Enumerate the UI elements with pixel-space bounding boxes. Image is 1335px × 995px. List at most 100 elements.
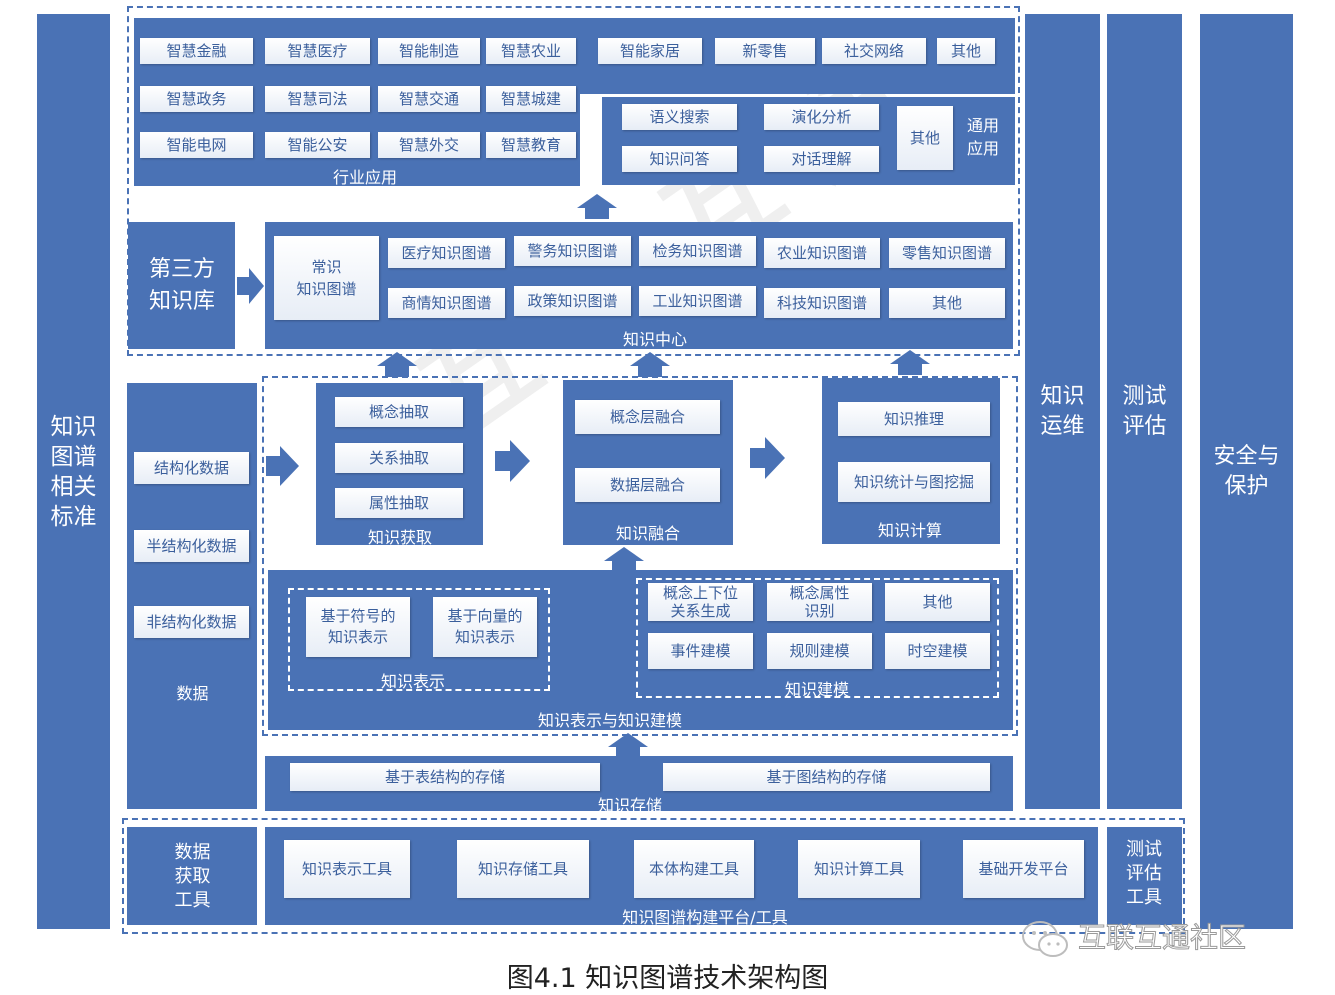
industry-item: 社交网络	[822, 38, 926, 64]
general-app-item: 对话理解	[764, 146, 879, 172]
compute-item: 知识推理	[838, 402, 990, 436]
kg-item: 政策知识图谱	[514, 286, 631, 316]
arrow-up-stem	[616, 746, 640, 756]
storage-label: 知识存储	[597, 796, 662, 815]
industry-item: 其他	[937, 38, 995, 64]
figure-caption: 图4.1 知识图谱技术架构图	[506, 963, 829, 994]
kg-item: 其他	[889, 288, 1005, 318]
industry-item: 智慧金融	[140, 38, 253, 64]
acquisition-label: 知识获取	[367, 528, 432, 547]
ops-column: 知识 运维	[1025, 14, 1100, 809]
compute-label: 知识计算	[877, 521, 942, 540]
watermark-text: 互联互通社区	[1078, 921, 1247, 955]
model-dashed-frame	[636, 578, 999, 698]
general-app-item: 语义搜索	[622, 104, 737, 130]
arrow-right-icon	[750, 437, 785, 479]
general-apps-label: 通用 应用	[966, 116, 999, 158]
data-block	[127, 383, 257, 809]
test-tool-block	[1107, 827, 1182, 925]
acquisition-item: 概念抽取	[335, 397, 463, 427]
kg-item: 零售知识图谱	[889, 238, 1005, 268]
model-item: 概念属性 识别	[767, 583, 872, 621]
compute-item: 知识统计与图挖掘	[838, 462, 990, 502]
industry-item: 智能电网	[140, 132, 253, 158]
storage-item: 基于图结构的存储	[663, 763, 990, 791]
arrow-right-icon	[495, 440, 530, 482]
kg-item: 农业知识图谱	[764, 238, 880, 268]
arrow-up-icon	[604, 547, 644, 561]
industry-item: 智慧教育	[486, 132, 576, 158]
industry-item: 智慧农业	[486, 38, 576, 64]
repr-model-label: 知识表示与知识建模	[537, 711, 682, 730]
model-item: 时空建模	[885, 633, 990, 669]
security-column: 安全与 保护	[1200, 14, 1293, 929]
third-party-kb-label: 第三方 知识库	[148, 257, 215, 314]
industry-item: 智能家居	[598, 38, 702, 64]
arrow-up-icon	[608, 733, 648, 747]
industry-item: 智慧城建	[486, 86, 576, 112]
storage-item: 基于表结构的存储	[290, 763, 600, 791]
standards-column: 知识 图谱 相关 标准	[37, 14, 110, 929]
fusion-label: 知识融合	[615, 524, 680, 543]
industry-item: 智慧医疗	[265, 38, 370, 64]
industry-item: 智能制造	[378, 38, 480, 64]
tool-item: 知识计算工具	[798, 840, 920, 898]
industry-item: 智慧交通	[378, 86, 480, 112]
tools-label: 知识图谱构建平台/工具	[622, 908, 788, 927]
arrow-up-stem	[385, 365, 409, 377]
industry-item: 智慧司法	[265, 86, 370, 112]
kg-item: 警务知识图谱	[514, 236, 631, 266]
industry-item: 新零售	[715, 38, 815, 64]
acquisition-item: 属性抽取	[335, 488, 463, 518]
knowledge-center-label: 知识中心	[622, 330, 687, 349]
third-party-kb	[128, 222, 235, 349]
data-acq-tool-block	[127, 827, 257, 925]
tool-item: 本体构建工具	[634, 840, 754, 898]
industry-item: 智能公安	[265, 132, 370, 158]
common-sense-kg: 常识 知识图谱	[274, 236, 379, 320]
kg-item: 商情知识图谱	[388, 288, 505, 318]
data-item: 半结构化数据	[134, 530, 249, 562]
kg-item: 检务知识图谱	[639, 236, 756, 266]
data-acq-tool-label: 数据 获取 工具	[174, 842, 211, 911]
arrow-up-icon	[577, 194, 617, 208]
upper-dashed-frame	[127, 6, 1020, 356]
model-item: 其他	[885, 583, 990, 621]
arrow-right-icon	[266, 446, 299, 486]
arrow-up-icon	[630, 352, 670, 366]
repr-item: 基于符号的 知识表示	[306, 597, 410, 657]
arrow-up-stem	[612, 560, 636, 570]
industry-item: 智慧外交	[378, 132, 480, 158]
data-label: 数据	[176, 684, 209, 703]
arrow-up-stem	[898, 363, 922, 375]
kg-item: 科技知识图谱	[764, 288, 880, 318]
arrow-up-stem	[585, 207, 609, 219]
tools-dashed-frame	[122, 818, 1185, 934]
model-item: 规则建模	[767, 633, 872, 669]
arrow-right-icon	[237, 268, 264, 304]
fusion-item: 概念层融合	[575, 400, 720, 434]
general-app-item: 演化分析	[764, 104, 879, 130]
wechat-icon	[1022, 921, 1068, 957]
industry-apps-label: 行业应用	[332, 168, 397, 187]
industry-item: 智慧政务	[140, 86, 253, 112]
kg-item: 医疗知识图谱	[388, 238, 505, 268]
general-app-other: 其他	[897, 106, 953, 170]
tool-item: 基础开发平台	[963, 840, 1084, 898]
repr-label: 知识表示	[380, 672, 445, 691]
test-column: 测试 评估	[1107, 14, 1182, 809]
repr-dashed-frame	[288, 588, 550, 691]
repr-item: 基于向量的 知识表示	[433, 597, 537, 657]
model-item: 概念上下位 关系生成	[648, 583, 753, 621]
kg-item: 工业知识图谱	[639, 286, 756, 316]
data-item: 非结构化数据	[134, 606, 249, 638]
arrow-up-stem	[638, 365, 662, 377]
fusion-item: 数据层融合	[575, 468, 720, 502]
acquisition-item: 关系抽取	[335, 443, 463, 473]
tool-item: 知识表示工具	[284, 840, 410, 898]
model-item: 事件建模	[648, 633, 753, 669]
test-tool-label: 测试 评估 工具	[1126, 839, 1162, 908]
model-label: 知识建模	[784, 680, 849, 699]
general-app-item: 知识问答	[622, 146, 737, 172]
tool-item: 知识存储工具	[457, 840, 589, 898]
